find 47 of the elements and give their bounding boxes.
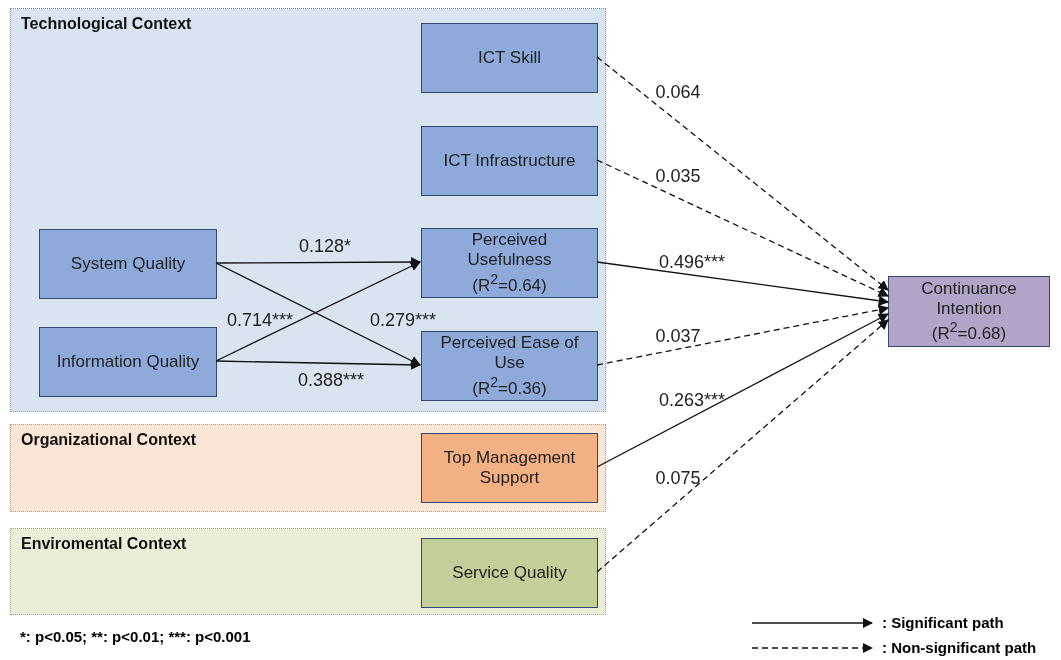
path-arrow	[596, 313, 889, 468]
construct-label: ICT Skill	[478, 47, 541, 69]
construct-box	[421, 228, 598, 298]
path-coefficient: 0.128*	[298, 235, 352, 257]
construct-label: Continuance Intention	[920, 278, 1018, 320]
construct-box	[421, 331, 598, 401]
legend-text: : Non-significant path	[882, 639, 1037, 656]
construct-box	[39, 229, 217, 299]
path-coefficient: 0.263***	[658, 389, 726, 411]
legend-text: : Significant path	[882, 614, 1004, 631]
construct-box	[421, 538, 598, 608]
construct-label: Perceived Ease of Use	[439, 333, 580, 374]
construct-box	[421, 433, 598, 503]
construct-box	[421, 23, 598, 93]
path-arrow	[596, 319, 889, 573]
construct-label: (R$^{2}$=0.36)	[472, 373, 547, 399]
path-coefficient: 0.388***	[297, 369, 365, 391]
construct-label: (R$^{2}$=0.68)	[931, 319, 1007, 345]
significance-note: *: p<0.05; **: p<0.01; ***: p<0.001	[20, 628, 251, 645]
path-coefficient: 0.064	[655, 81, 701, 103]
path-coefficient: 0.279***	[369, 309, 437, 331]
context-panel	[10, 528, 606, 615]
path-coefficient: 0.075	[655, 467, 701, 489]
panel-heading: Organizational Context	[21, 431, 197, 449]
construct-box	[421, 126, 598, 196]
panel-heading: Technological Context	[21, 15, 192, 33]
construct-box	[39, 327, 217, 397]
path-arrow	[596, 304, 889, 366]
construct-label: ICT Infrastructure	[443, 150, 576, 172]
path-coefficient: 0.037	[655, 325, 701, 347]
panel-heading: Enviromental Context	[21, 535, 187, 553]
construct-label: Perceived Usefulness	[466, 230, 553, 271]
construct-box	[888, 276, 1050, 347]
path-coefficient: 0.714***	[226, 309, 294, 331]
construct-label: System Quality	[70, 253, 186, 275]
path-arrow	[215, 359, 422, 370]
construct-label: Top Management Support	[442, 447, 577, 489]
path-arrow	[596, 261, 890, 306]
path-arrow	[596, 56, 889, 291]
context-panel	[10, 424, 606, 512]
path-coefficient: 0.035	[655, 165, 701, 187]
construct-label: Information Quality	[56, 351, 200, 373]
construct-label: (R$^{2}$=0.64)	[472, 270, 547, 296]
construct-label: Service Quality	[452, 562, 567, 584]
path-arrow	[596, 159, 889, 297]
context-panel	[10, 8, 606, 412]
path-coefficient: 0.496***	[658, 251, 726, 273]
